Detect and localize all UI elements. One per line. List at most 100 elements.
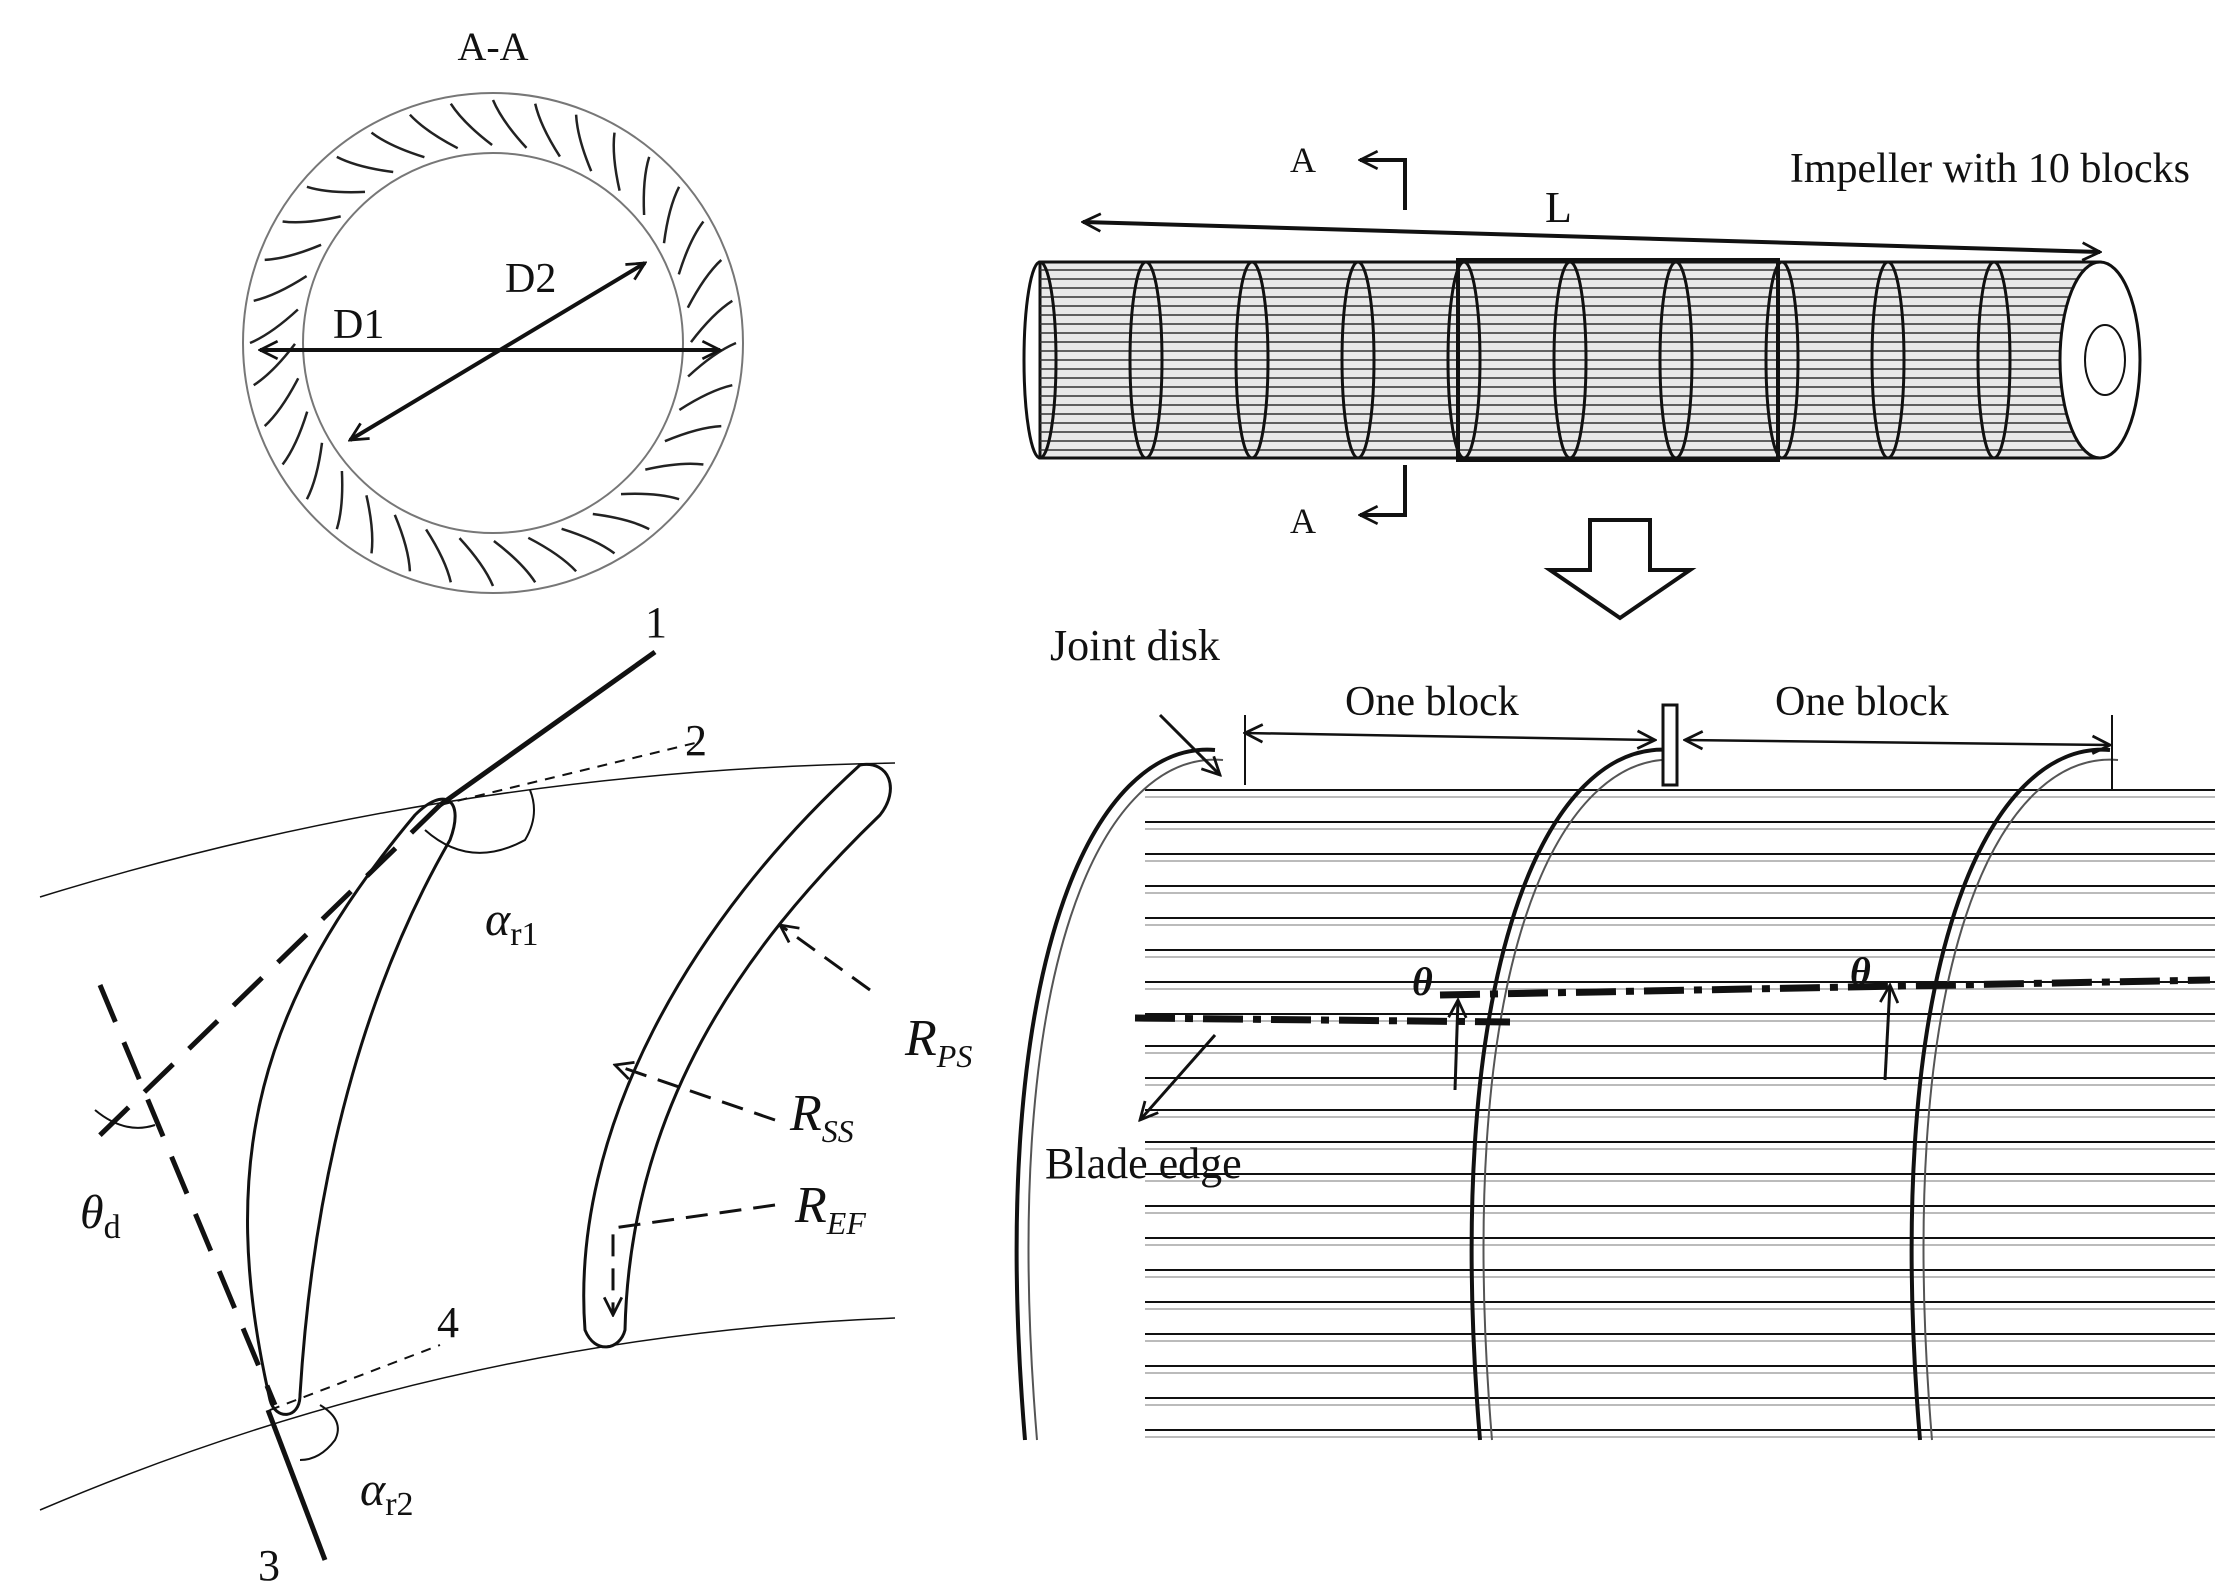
ring-blades [249,99,737,587]
impeller-body [1022,260,2142,460]
ring-blade [574,114,593,172]
section-mark-top: A [1290,140,1316,180]
r-ps-symbol: R [904,1010,937,1067]
ring-blade [642,156,651,216]
alpha-r1-arc [424,789,535,854]
detail-joint-disk-inner [1027,758,1224,1441]
inner-arc [39,1317,896,1511]
selected-blocks-frame [1456,258,1780,462]
section-title: A-A [457,24,528,69]
r-ps-subscript: PS [936,1038,973,1074]
theta-d-arc [94,1109,156,1129]
ring-blade [281,411,309,466]
blade-left [246,797,457,1416]
impeller-joint-disk [1128,260,1164,460]
alpha-r1-symbol: α [485,893,511,946]
ring-blade [282,215,341,224]
r-ss-label: RSS [789,1085,854,1149]
length-dimension-line [1083,222,2100,252]
blade-right [582,763,892,1349]
theta-d-symbol: θ [80,1186,104,1239]
ring-blade [408,113,459,150]
point-2-label: 2 [685,716,707,765]
r-ss-subscript: SS [822,1113,854,1149]
ring-blade [491,99,528,149]
impeller-joint-disk [1022,260,1058,460]
theta-left-label: θ [1412,959,1433,1004]
r-ef-label: REF [794,1177,866,1241]
one-block-left-dimension [1245,733,1655,740]
line-1 [438,649,657,808]
alpha-r2-subscript: r2 [385,1486,413,1523]
r-ef-leader [613,1203,776,1315]
one-block-right-dimension [1685,740,2110,745]
alpha-r2-symbol: α [360,1463,386,1516]
zoom-down-arrow [1543,518,1697,621]
theta-right-arrow [1885,985,1890,1081]
section-mark-bottom: A [1290,501,1316,541]
blade-edge-label: Blade edge [1045,1139,1242,1188]
r-ef-subscript: EF [826,1205,867,1241]
ring-blade [662,186,681,244]
ring-blade [561,527,616,555]
section-view: A-A D1 D2 [242,24,744,594]
one-block-right-label: One block [1775,679,1949,725]
point-1-label: 1 [645,598,667,647]
impeller-joint-disk [1764,260,1800,460]
alpha-r2-arc [299,1404,339,1461]
detail-joint-disk-inner [1922,758,2119,1441]
r-ss-leader [615,1065,776,1122]
theta-d-subscript: d [104,1209,121,1246]
r-ps-label: RPS [904,1010,972,1074]
impeller-title: Impeller with 10 blocks [1790,146,2190,192]
detail-joint-disk-inner [1482,758,1679,1441]
ring-blade [449,103,493,146]
blade-edge-leader [1140,1034,1217,1120]
detail-joint-disk [1014,747,1216,1441]
ring-blade [263,377,300,428]
ring-blade [686,258,723,309]
impeller-joint-disk [1340,260,1376,460]
d2-label: D2 [505,256,556,302]
alpha-r1-label: αr1 [485,893,539,953]
theta-right-label: θ [1850,949,1871,994]
blade-chord-dashed [93,803,442,1142]
axis-line-lower [1134,1014,1511,1026]
blade-detail: 1 2 αr1 θd 3 4 αr2 RPS RSS REF [39,598,972,1590]
detail-joint-disk [1909,747,2111,1441]
ring-blade [677,220,705,275]
dashed-line-4 [269,1344,441,1411]
r-ps-leader [780,925,871,992]
ring-blade [620,492,680,501]
impeller-joint-disk [1234,260,1270,460]
ring-blade [645,462,704,471]
outer-ring [242,92,744,594]
r-ef-symbol: R [794,1177,827,1234]
line-3 [265,1409,328,1561]
impeller-end-cap [2058,260,2142,460]
ring-blade [425,528,453,583]
ring-blade [249,308,299,345]
ring-blade [335,470,344,530]
point-4-label: 4 [437,1298,459,1347]
dashed-line-2 [439,742,696,806]
ring-blade [264,243,322,262]
detail-view: Joint disk One block One block θ θ Blade… [1014,621,2215,1441]
theta-d-label: θd [80,1186,121,1246]
joint-disk-label: Joint disk [1050,621,1220,670]
r-ss-symbol: R [789,1085,822,1142]
ring-blade [678,383,733,411]
impeller-hub [2084,324,2126,396]
d2-dimension-line [350,261,645,442]
radial-dashed [97,984,278,1406]
section-arrow-bottom [1360,465,1407,515]
ring-blade [458,537,495,587]
theta-left-arrow [1455,1000,1458,1091]
ring-blade [664,424,722,443]
ring-blade [393,514,412,572]
ring-blade [493,540,537,583]
axis-line-upper [1439,976,2211,999]
detail-body [1014,747,2215,1441]
impeller-view: Impeller with 10 blocks L A A [1022,140,2190,621]
